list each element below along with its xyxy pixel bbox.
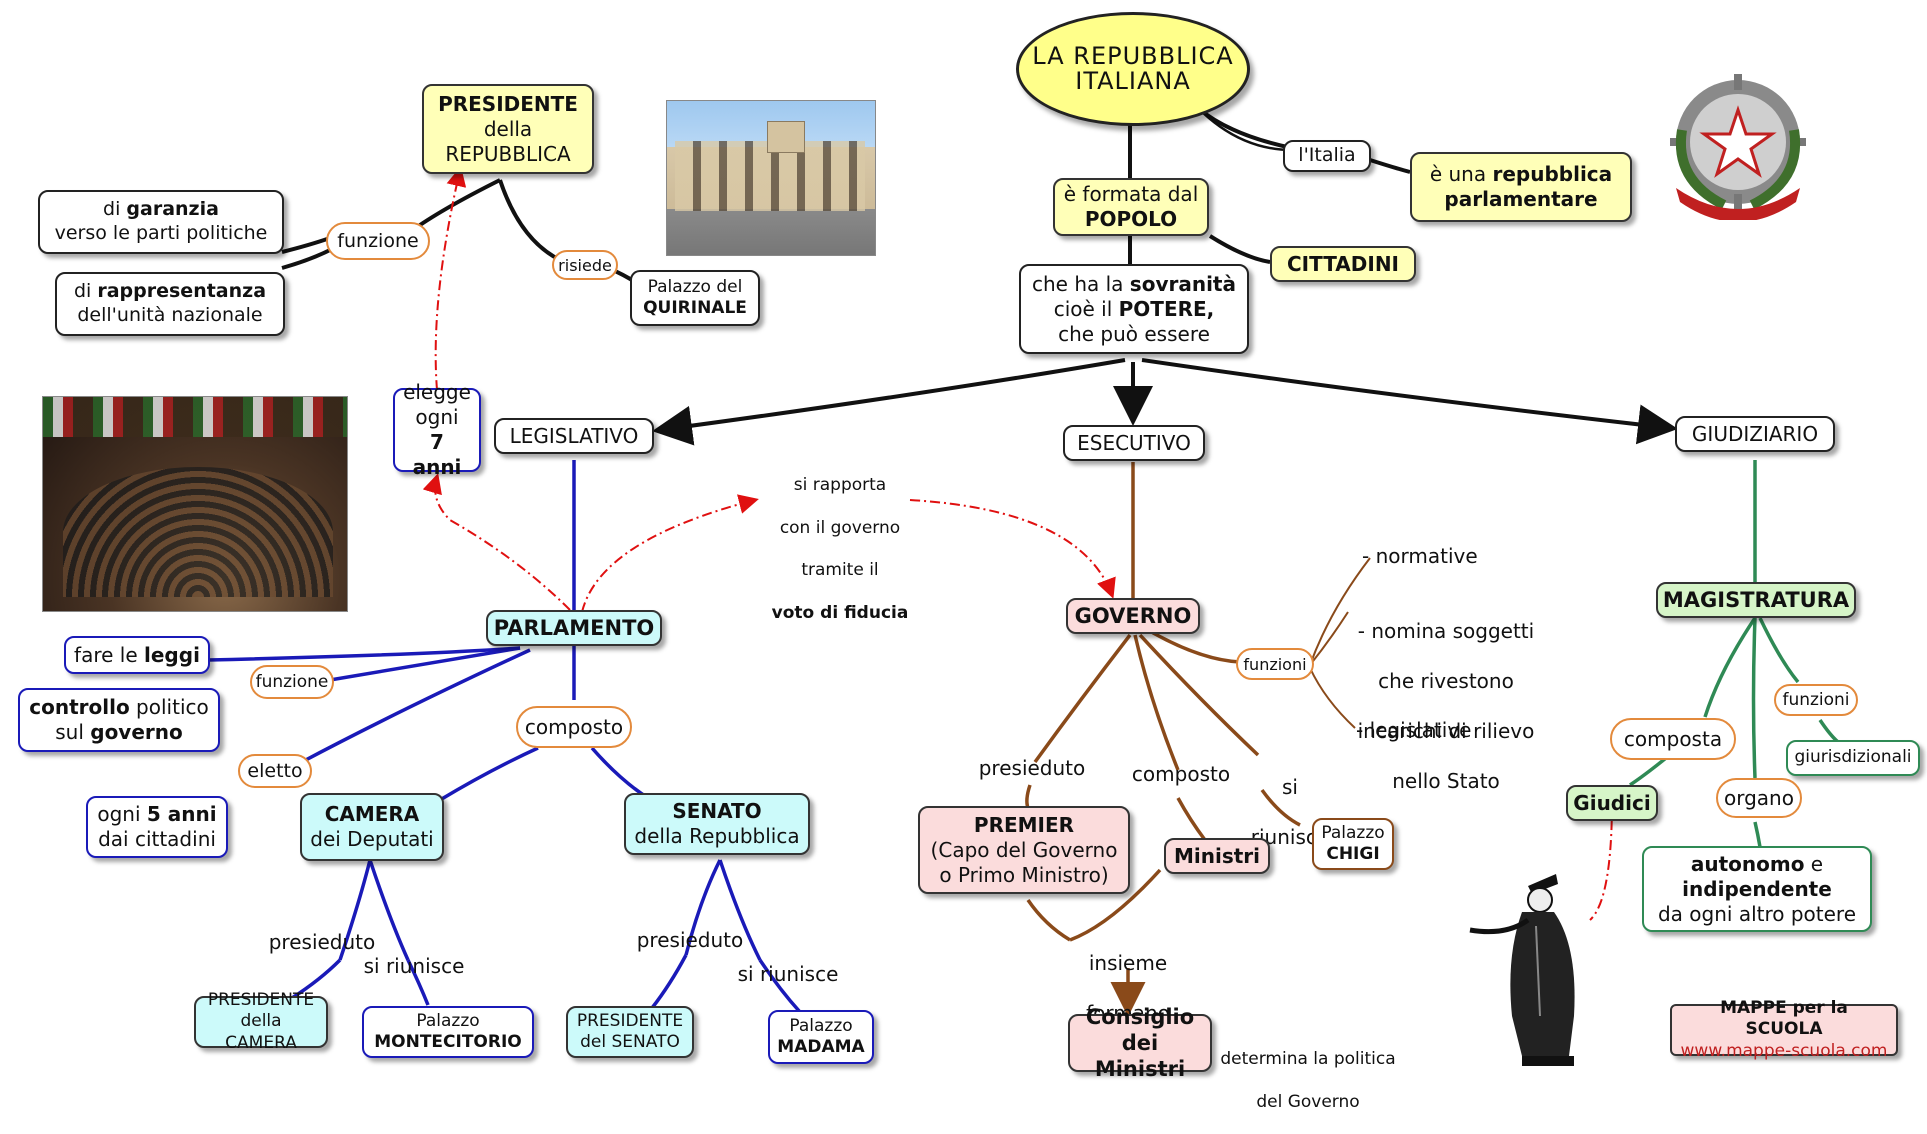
magistratura-node: MAGISTRATURA — [1656, 582, 1856, 618]
formata-popolo-node: è formata dal POPOLO — [1053, 178, 1209, 236]
ministri-node: Ministri — [1164, 838, 1270, 874]
governo-node: GOVERNO — [1066, 598, 1200, 634]
autonomo-indipendente-node: autonomo e indipendente da ogni altro po… — [1642, 846, 1872, 932]
presidente-repubblica-node: PRESIDENTE della REPUBBLICA — [422, 84, 594, 174]
funzione-normative-label: - normative — [1362, 544, 1478, 568]
funzione-nomina-label: - nomina soggetti che rivestono incarich… — [1357, 619, 1535, 793]
eletto-pill: eletto — [238, 754, 312, 788]
camera-node: CAMERA dei Deputati — [300, 793, 444, 861]
premier-node: PREMIER (Capo del Governo o Primo Minist… — [918, 806, 1130, 894]
credits-box: MAPPE per la SCUOLA www.mappe-scuola.com — [1670, 998, 1898, 1061]
connector-lines — [207, 106, 1840, 1017]
senato-node: SENATO della Repubblica — [624, 793, 810, 855]
madama-node: Palazzo MADAMA — [768, 1010, 874, 1064]
president-funzione-pill: funzione — [326, 222, 430, 260]
emblem-icon — [1670, 74, 1806, 220]
title-line1: LA REPUBBLICA — [1032, 41, 1234, 70]
quirinale-node: Palazzo del QUIRINALE — [630, 270, 760, 326]
title-ellipse: LA REPUBBLICA ITALIANA — [1016, 12, 1250, 126]
cittadini-node: CITTADINI — [1270, 246, 1416, 282]
giurisdizionali-node: giurisdizionali — [1786, 740, 1920, 776]
rappresentanza-node: di rappresentanza dell'unità nazionale — [55, 272, 285, 336]
governo-funzioni-pill: funzioni — [1236, 648, 1314, 680]
giudici-node: Giudici — [1566, 785, 1658, 821]
parlamento-node: PARLAMENTO — [486, 610, 662, 646]
parlamento-funzione-pill: funzione — [250, 665, 334, 699]
montecitorio-node: Palazzo MONTECITORIO — [362, 1006, 534, 1058]
consiglio-ministri-node: Consiglio dei Ministri — [1068, 1005, 1212, 1081]
senato-presieduto-label: presieduto — [636, 928, 744, 952]
legislativo-node: LEGISLATIVO — [494, 418, 654, 454]
parlamento-composto-pill: composto — [516, 706, 632, 748]
composta-pill: composta — [1610, 718, 1736, 760]
presidente-camera-node: PRESIDENTE della CAMERA — [194, 990, 328, 1053]
repubblica-parlamentare-node: è una repubblica parlamentare — [1410, 152, 1632, 222]
magistratura-funzioni-pill: funzioni — [1774, 684, 1858, 716]
cinque-anni-node: ogni 5 anni dai cittadini — [86, 796, 228, 858]
senato-riunisce-label: si riunisce — [737, 962, 839, 986]
chigi-node: Palazzo CHIGI — [1312, 818, 1394, 870]
sovranita-node: che ha la sovranità cioè il POTERE, che … — [1019, 264, 1249, 354]
italia-label: l'Italia — [1283, 140, 1371, 172]
presidente-senato-node: PRESIDENTE del SENATO — [566, 1006, 694, 1058]
controllo-governo-node: controllo politico sul governo — [18, 688, 220, 752]
funzione-legislative-label: - legislative — [1356, 718, 1472, 742]
voto-fiducia-label: si rapporta con il governo tramite il vo… — [771, 475, 909, 623]
title-line2: ITALIANA — [1075, 67, 1191, 95]
concept-map: LA REPUBBLICA ITALIANA l'Italia è una re… — [18, 12, 1920, 1112]
organo-pill: organo — [1716, 778, 1802, 818]
governo-presieduto-label: presieduto — [978, 756, 1086, 780]
determina-politica-label: determina la politica del Governo — [1220, 1049, 1396, 1112]
fare-leggi-node: fare le leggi — [64, 636, 210, 674]
governo-composto-label: composto — [1131, 762, 1231, 786]
parliament-photo — [42, 396, 348, 612]
camera-presieduto-label: presieduto — [268, 930, 376, 954]
garanzia-node: di garanzia verso le parti politiche — [38, 190, 284, 254]
quirinale-photo — [666, 100, 876, 256]
judge-figure-icon — [1469, 874, 1575, 1066]
elegge-7-anni-node: elegge ogni 7 anni — [393, 380, 481, 479]
camera-riunisce-label: si riunisce — [363, 954, 465, 978]
esecutivo-node: ESECUTIVO — [1063, 425, 1205, 461]
risiede-pill: risiede — [552, 250, 618, 280]
giudiziario-node: GIUDIZIARIO — [1675, 416, 1835, 452]
